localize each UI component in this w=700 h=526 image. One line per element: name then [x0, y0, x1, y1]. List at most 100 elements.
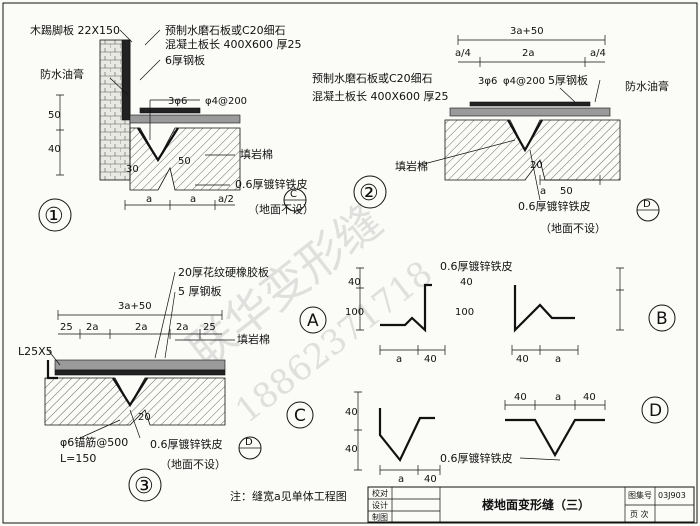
profile-a-id: A [307, 311, 319, 331]
galvanized-sheet [137, 127, 179, 163]
dim-100: 100 [455, 307, 474, 318]
label-sheet: 0.6厚镀锌铁皮 [440, 451, 513, 465]
galvanized-sheet [507, 119, 543, 153]
dim-40: 40 [460, 277, 473, 288]
dim-a4-left: a/4 [455, 48, 471, 59]
label-sheet: 0.6厚镀锌铁皮 [235, 177, 308, 191]
label-skirting: 木踢脚板 22X150 [30, 23, 120, 37]
title-block: 校对 设计 制图 楼地面变形缝（三） 图集号 03J903 页 次 [367, 486, 695, 523]
review-label: 校对 [372, 488, 388, 498]
draw-label: 制图 [372, 512, 388, 522]
dim-40: 40 [348, 277, 361, 288]
terrazzo-slab [129, 114, 241, 124]
label-fill: 填岩棉 [395, 159, 428, 173]
label-slab-1: 预制水磨石板或C20细石 [165, 23, 286, 37]
detail-2-id: ② [359, 181, 379, 206]
profile-b-circle [648, 304, 676, 332]
label-len: L=150 [60, 452, 96, 465]
detail-2: 3a+50 a/4 a/4 2a 预制水磨石板或C20细石 混凝土板长 400X… [312, 26, 669, 235]
label-fill: 填岩棉 [240, 147, 273, 161]
profile-c-shape [378, 408, 435, 463]
label-angle: L25X5 [18, 345, 53, 358]
skirting-board [121, 39, 131, 121]
label-rubber: 20厚花纹硬橡胶板 [178, 265, 269, 279]
page-label: 页 次 [630, 509, 649, 519]
galvanized-sheet [112, 377, 148, 408]
label-slab-2: 混凝土板长 400X600 厚25 [165, 37, 302, 51]
dim-40: 40 [345, 407, 358, 418]
label-rebar: 3φ6 [478, 76, 497, 87]
profile-c-circle [286, 401, 314, 429]
ref-d3: D [245, 437, 253, 448]
profile-b-id: B [656, 309, 668, 329]
detail-1-id: ① [44, 204, 64, 229]
sheet-title: 楼地面变形缝（三） [482, 497, 590, 512]
dim-50: 50 [48, 110, 61, 121]
profile-d-id: D [649, 401, 662, 421]
detail-3-circle [128, 468, 162, 502]
label-ointment: 防水油膏 [40, 67, 84, 81]
dim-a: a [398, 474, 404, 485]
profile-d-shape [505, 418, 605, 458]
profile-d-circle [641, 396, 669, 424]
dim-25a: 25 [60, 322, 73, 333]
dim-100: 100 [345, 307, 364, 318]
profile-b-shape [513, 285, 575, 333]
label-steel: 5厚钢板 [548, 73, 588, 87]
profile-a: 40 100 a 40 0.6厚镀锌铁皮 A [299, 259, 513, 365]
label-steel: 6厚钢板 [165, 53, 205, 67]
dim-a: a [540, 186, 546, 197]
label-fill: 填岩棉 [237, 332, 270, 346]
label-note: （地面不设） [248, 203, 314, 216]
detail-3: 20厚花纹硬橡胶板 5 厚钢板 3a+50 25 2a 2a 2a 25 填岩棉… [18, 265, 270, 502]
concrete-slab [44, 377, 226, 426]
detail-2-circle [353, 175, 387, 209]
concrete-slab [444, 119, 621, 181]
label-slab-1: 预制水磨石板或C20细石 [312, 71, 433, 85]
label-note: （地面不设） [160, 458, 226, 471]
dim-20: 20 [138, 412, 151, 423]
dim-25b: 25 [203, 322, 216, 333]
label-sheet: 0.6厚镀锌铁皮 [150, 437, 223, 451]
dim-40: 40 [48, 144, 61, 155]
dim-a-half: a/2 [218, 194, 234, 205]
detail-1-circle [38, 198, 72, 232]
dim-2a-2: 2a [135, 322, 148, 333]
design-label: 设计 [372, 500, 388, 510]
dim-top: 3a+50 [118, 301, 152, 312]
dim-a2: a [190, 194, 196, 205]
steel-plate [139, 107, 201, 114]
ref-c: C [290, 189, 297, 200]
label-rebar: 3φ6 [168, 96, 187, 107]
label-anchor: φ6锚筋@500 [60, 435, 128, 449]
dim-40: 40 [514, 392, 527, 403]
dim-20: 20 [530, 160, 543, 171]
dim-2a-3: 2a [176, 322, 189, 333]
ref-d: D [643, 199, 651, 210]
dim-top: 3a+50 [510, 26, 544, 37]
atlas-label: 图集号 [628, 490, 652, 500]
profile-a-shape [380, 283, 432, 333]
dim-50b: 50 [178, 156, 191, 167]
terrazzo-slab [449, 107, 611, 117]
steel-plate [469, 101, 591, 107]
dim-2a: 2a [522, 48, 535, 59]
steel-plate [54, 369, 226, 376]
label-steel: 5 厚钢板 [178, 284, 222, 298]
dim-a4-right: a/4 [590, 48, 606, 59]
dim-40b: 40 [345, 444, 358, 455]
dim-a: a [396, 354, 402, 365]
label-note: （地面不设） [540, 222, 606, 235]
detail-3-id: ③ [134, 474, 154, 499]
dim-40b: 40 [583, 392, 596, 403]
label-mesh: φ4@200 [503, 76, 545, 87]
profile-a-circle [299, 306, 327, 334]
dim-2a-1: 2a [86, 322, 99, 333]
profile-d: 40 a 40 0.6厚镀锌铁皮 D [440, 392, 669, 465]
profile-b: 40 100 40 a B [455, 267, 676, 365]
profile-c-id: C [294, 406, 306, 426]
dim-40b: 40 [424, 354, 437, 365]
